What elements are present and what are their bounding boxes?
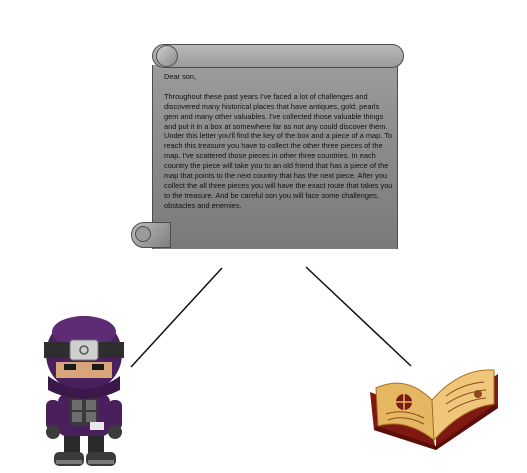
letter-text: Dear son, Throughout these past years I'… xyxy=(164,72,394,248)
scroll-body xyxy=(152,65,398,249)
letter-greeting: Dear son, xyxy=(164,72,197,81)
scroll-top-curl xyxy=(156,45,178,67)
book-icon xyxy=(370,369,498,450)
scroll-top-roll xyxy=(152,44,404,68)
letter-body: Throughout these past years I've faced a… xyxy=(164,91,393,210)
ninja-character-icon xyxy=(44,316,124,466)
connector-line-left xyxy=(130,267,223,368)
connector-line-right xyxy=(305,266,412,367)
scroll-bottom-curl xyxy=(135,226,151,242)
